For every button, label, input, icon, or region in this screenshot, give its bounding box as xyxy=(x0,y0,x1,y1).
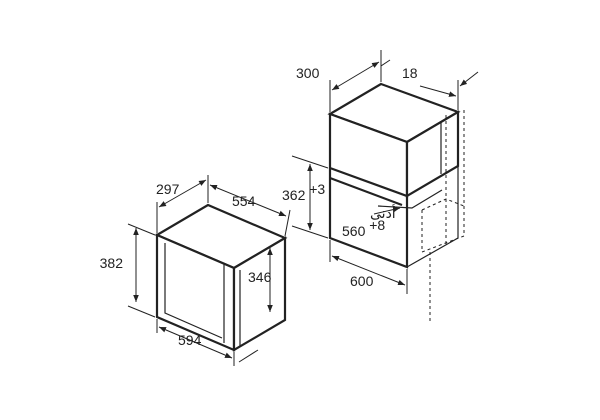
dim-cabinet-width: 600 xyxy=(329,240,408,294)
cabinet-width-label: 600 xyxy=(350,273,374,289)
niche-width-value: 560 xyxy=(342,223,366,239)
niche-outline xyxy=(328,168,409,269)
oven-width-bottom-label: 594 xyxy=(178,332,202,348)
niche-height-tolerance: +3 xyxy=(309,181,325,197)
oven-door-height-label: 346 xyxy=(248,269,272,285)
dim-oven-depth: 297 xyxy=(156,175,209,233)
cabinet-depth-label: 300 xyxy=(296,65,320,81)
dim-oven-width-top: 554 xyxy=(209,184,291,237)
oven-depth-label: 297 xyxy=(156,181,180,197)
niche-height-value: 362 xyxy=(282,187,306,203)
dim-niche-width: 560 +8 xyxy=(342,217,385,239)
niche-width-label: 560 +8 xyxy=(342,217,385,239)
dim-oven-width-bottom: 594 xyxy=(156,319,259,366)
dim-oven-height: 382 xyxy=(100,223,156,318)
cabinet-dashed-shelf xyxy=(421,198,465,211)
cabinet-dashed-bottom xyxy=(421,235,465,253)
niche-min-annotation: أدنى xyxy=(370,204,401,221)
niche-min-label: أدنى xyxy=(370,204,396,221)
niche-shelf-line xyxy=(377,189,443,209)
dim-niche-height: 362 +3 xyxy=(282,155,329,239)
cabinet-drawing xyxy=(327,82,465,322)
dim-oven-door-height: 346 xyxy=(248,248,273,312)
niche-top-edge xyxy=(329,176,403,207)
dim-cabinet-top: 18 xyxy=(402,65,479,110)
niche-height-label: 362 +3 xyxy=(282,181,325,203)
cabinet-top-label: 18 xyxy=(402,65,418,81)
oven-height-label: 382 xyxy=(100,255,124,271)
dim-cabinet-depth: 300 xyxy=(296,50,391,112)
niche-width-tolerance: +8 xyxy=(369,217,385,233)
niche-back-line xyxy=(406,237,459,268)
oven-width-top-label: 554 xyxy=(232,193,256,209)
